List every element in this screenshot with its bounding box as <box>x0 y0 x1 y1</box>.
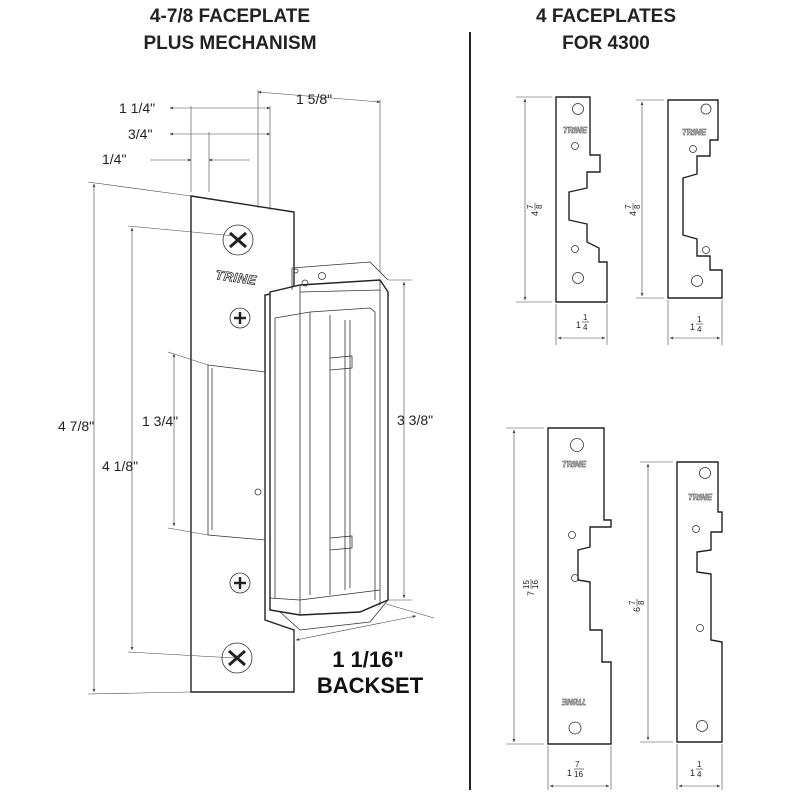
plate-2-height-den: 8 <box>633 204 642 209</box>
plate-3-width-whole: 1 <box>567 768 572 778</box>
faceplate-4: TRINE <box>676 461 723 743</box>
plate-1-height-whole: 4 <box>530 211 540 216</box>
faceplate-outline <box>190 195 295 693</box>
plate-1-dims: 4 7 8 1 1 4 <box>516 96 608 345</box>
plate-4-width-num: 1 <box>697 760 702 769</box>
plate-3-logo-bottom: TRINE <box>561 697 586 706</box>
faceplate-3: TRINE TRINE <box>547 427 612 745</box>
screw-bottom <box>221 642 253 674</box>
backset-label: BACKSET <box>317 673 424 698</box>
plate-4-height-whole: 6 <box>632 607 642 612</box>
faceplate-opening <box>207 364 266 541</box>
dim-4-1-8: 4 1/8" <box>102 458 138 474</box>
screw-top <box>222 224 254 256</box>
screw-upper-small <box>229 307 251 329</box>
plate-2-height-num: 7 <box>624 204 633 209</box>
mechanism-body <box>269 261 389 631</box>
right-title-line2: FOR 4300 <box>562 33 650 54</box>
plate-3-height-num: 15 <box>522 580 531 589</box>
backset-value: 1 1/16" <box>332 647 404 672</box>
plate-1-width-num: 1 <box>583 313 588 322</box>
left-dimensions: 1 1/4" 3/4" 1/4" 1 5/8" 4 7/8" 4 1/8" 1 … <box>58 90 435 695</box>
plate-2-dims: 4 7 8 1 1 4 <box>624 99 723 345</box>
left-title-line2: PLUS MECHANISM <box>143 33 316 54</box>
plate-3-width-num: 7 <box>575 760 580 769</box>
plate-2-width-whole: 1 <box>690 322 695 332</box>
screw-lower-small <box>229 572 251 594</box>
plate-4-logo: TRINE <box>688 493 713 502</box>
dim-3-3-8: 3 3/8" <box>397 412 433 428</box>
plate-1-height-num: 7 <box>526 204 535 209</box>
plate-1-logo: TRINE <box>563 126 588 135</box>
plate-2-height-whole: 4 <box>628 211 638 216</box>
plate-3-logo-top: TRINE <box>562 460 587 469</box>
plate-3-height-whole: 7 <box>526 591 536 596</box>
plate-4-width-den: 4 <box>697 770 702 779</box>
plate-3-width-den: 16 <box>574 770 583 779</box>
trine-logo: TRINE <box>214 267 257 288</box>
plate-1-width-whole: 1 <box>576 320 581 330</box>
plate-4-height-num: 7 <box>628 600 637 605</box>
strike-assembly: TRINE <box>190 195 389 693</box>
plate-4-dims: 6 7 8 1 1 4 <box>628 461 723 790</box>
plate-3-dims: 7 15 16 1 7 16 <box>506 427 612 790</box>
dim-4-7-8: 4 7/8" <box>58 418 94 434</box>
faceplate-1: TRINE <box>555 96 608 303</box>
left-title-line1: 4-7/8 FACEPLATE <box>150 6 310 27</box>
plate-4-width-whole: 1 <box>690 768 695 778</box>
plate-2-logo: TRINE <box>682 128 707 137</box>
dim-1-5-8: 1 5/8" <box>296 91 332 107</box>
plate-4-height-den: 8 <box>637 600 646 605</box>
plate-1-height-den: 8 <box>535 204 544 209</box>
dim-1-3-4: 1 3/4" <box>142 413 178 429</box>
faceplate-2: TRINE <box>667 99 723 299</box>
plate-1-width-den: 4 <box>583 323 588 332</box>
plate-2-width-den: 4 <box>697 325 702 334</box>
dim-1-1-4: 1 1/4" <box>119 100 155 116</box>
plate-2-width-num: 1 <box>697 315 702 324</box>
right-title-line1: 4 FACEPLATES <box>536 6 676 27</box>
dim-3-4: 3/4" <box>128 126 152 142</box>
plate-3-height-den: 16 <box>531 580 540 589</box>
dim-1-4: 1/4" <box>102 151 126 167</box>
